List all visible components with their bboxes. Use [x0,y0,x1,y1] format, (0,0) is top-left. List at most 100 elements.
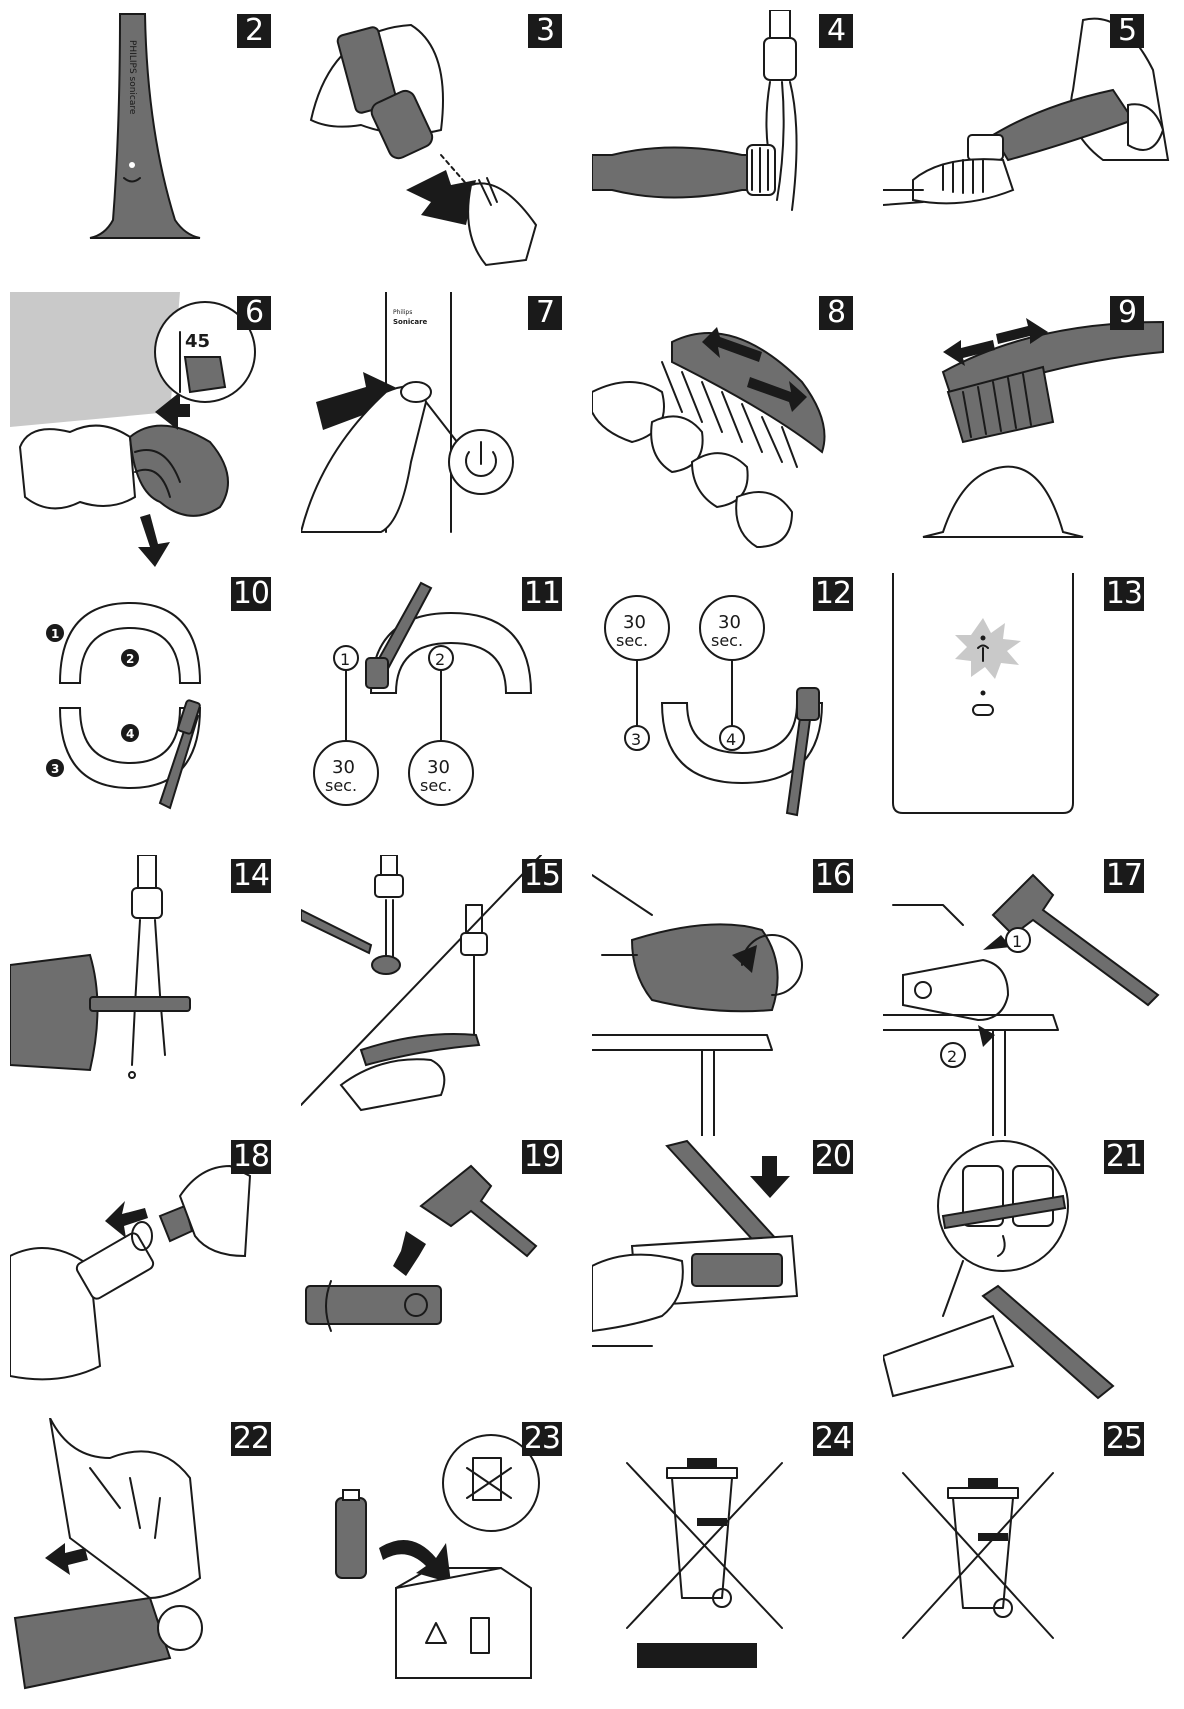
panel-20-pry-battery: 20 [592,1136,883,1418]
press-power-illustration: Philips Sonicare [301,291,514,533]
timer-value: 30 [718,612,741,633]
down-arrow-icon [406,170,476,225]
rinse-head-illustration [592,10,798,211]
timer-unit: sec. [325,776,357,795]
rinse-handle-illustration [10,854,191,1079]
timer-unit: sec. [420,776,452,795]
panel-15-rinse-brush: 15 [301,854,592,1137]
brush-head-illustration: PHILIPS sonicare [89,13,201,239]
panel-11-upper-jaw-timing: 1 2 30 sec. 30 sec. 11 [301,573,592,855]
panel-23-recycle-battery: 23 [301,1418,592,1700]
zone-label: 2 [435,650,445,669]
brand-label: PHILIPS sonicare [127,40,137,115]
step-label: 1 [1012,932,1022,951]
panel-9-brush-inner: 9 [883,292,1174,574]
panel-22-remove-board: 22 [10,1417,301,1700]
step-number: 17 [1103,857,1144,893]
panel-12-lower-jaw-timing: 30 sec. 30 sec. 3 4 12 [592,573,883,855]
timer-value: 30 [332,757,355,778]
panel-21-cut-wires: 21 [883,1136,1174,1418]
zone-label: 3 [631,730,641,749]
right-arrow-icon [747,376,807,412]
panel-5-apply-toothpaste: 5 [883,10,1174,292]
step-number: 18 [230,1139,271,1175]
pry-battery-illustration [592,1140,799,1348]
cut-wires-illustration [883,1140,1115,1400]
panel-24-weee-symbol: 24 [592,1418,883,1700]
panel-3-attach-head: 3 [301,10,592,292]
right-arrow-icon [996,317,1048,344]
step-number: 16 [812,857,853,893]
step-number: 6 [237,295,271,330]
step-number: 19 [521,1139,562,1175]
panel-25-weee-symbol: 25 [883,1418,1174,1700]
remove-battery-illustration [10,1165,252,1381]
svg-text:Sonicare: Sonicare [393,318,428,326]
step-number: 13 [1103,576,1144,612]
panel-10-mouth-zones: 1 2 3 4 10 [10,573,301,855]
lower-jaw-illustration: 30 sec. 30 sec. 3 4 [604,595,824,817]
svg-text:Philips: Philips [393,309,412,316]
zone-label: 1 [51,627,59,641]
instruction-grid: PHILIPS sonicare 2 3 4 [10,10,1174,1700]
panel-19-hammer-battery: 19 [301,1136,592,1418]
crossed-bin-icon [902,1471,1054,1639]
panel-6-brush-angle: 45 6 [10,291,301,574]
timer-30-sec [408,740,474,807]
panel-14-rinse-handle: 14 [10,854,301,1137]
rinse-brush-illustration [301,854,542,1111]
step-number: 2 [237,14,271,48]
arrow-icon [379,1539,451,1583]
timer-unit: sec. [616,631,648,650]
step-number: 5 [1110,14,1144,48]
panel-17-hammer-handle: 1 2 17 [883,855,1174,1137]
step-number: 21 [1103,1139,1144,1175]
up-arrow-icon [45,1542,88,1575]
step-number: 14 [230,857,271,893]
timer-30-sec [313,740,379,807]
panel-13-indicator: 13 [883,573,1174,855]
zone-label: 3 [51,762,59,776]
step-number: 25 [1103,1420,1144,1456]
step-label: 2 [947,1047,957,1066]
angle-label: 45 [185,331,210,352]
panel-2-brush-head: PHILIPS sonicare 2 [10,10,301,292]
recycle-battery-illustration [335,1433,540,1679]
dry-handle-illustration [592,873,803,1136]
step-number: 12 [812,576,853,612]
step-number: 8 [819,295,853,330]
panel-4-rinse-head: 4 [592,10,883,292]
recycle-icon [425,1621,447,1644]
zone-label: 2 [126,652,134,666]
toothpaste-illustration [883,17,1170,206]
crossed-bin-icon [626,1457,783,1668]
step-number: 4 [819,14,853,48]
attach-head-illustration [309,23,538,267]
zone-label: 4 [126,727,134,741]
step-number: 24 [812,1420,853,1456]
mouth-zones-illustration: 1 2 3 4 [46,602,202,810]
brush-inner-illustration [922,317,1164,538]
step-number: 9 [1110,295,1144,330]
down-arrow-icon [138,513,170,567]
timer-value: 30 [427,757,450,778]
step-number: 3 [528,14,562,48]
zone-1-marker [46,624,64,643]
hammer-battery-illustration [305,1165,538,1333]
zone-label: 4 [726,730,736,749]
left-arrow-icon [702,326,762,362]
panel-8-brush-teeth: 8 [592,292,883,574]
panel-7-press-power: Philips Sonicare 7 [301,291,592,574]
timer-unit: sec. [711,631,743,650]
step-number: 23 [521,1420,562,1456]
down-arrow-icon [750,1156,790,1199]
upper-jaw-illustration: 1 2 30 sec. 30 sec. [313,581,533,807]
up-arrow-icon [155,391,190,430]
step-number: 10 [230,576,271,612]
panel-18-remove-battery: 18 [10,1136,301,1418]
brush-angle-illustration: 45 [10,291,256,567]
remove-board-illustration [13,1417,203,1690]
brush-teeth-illustration [592,326,826,548]
step-number: 11 [521,576,562,612]
panel-16-dry-handle: 16 [592,855,883,1137]
